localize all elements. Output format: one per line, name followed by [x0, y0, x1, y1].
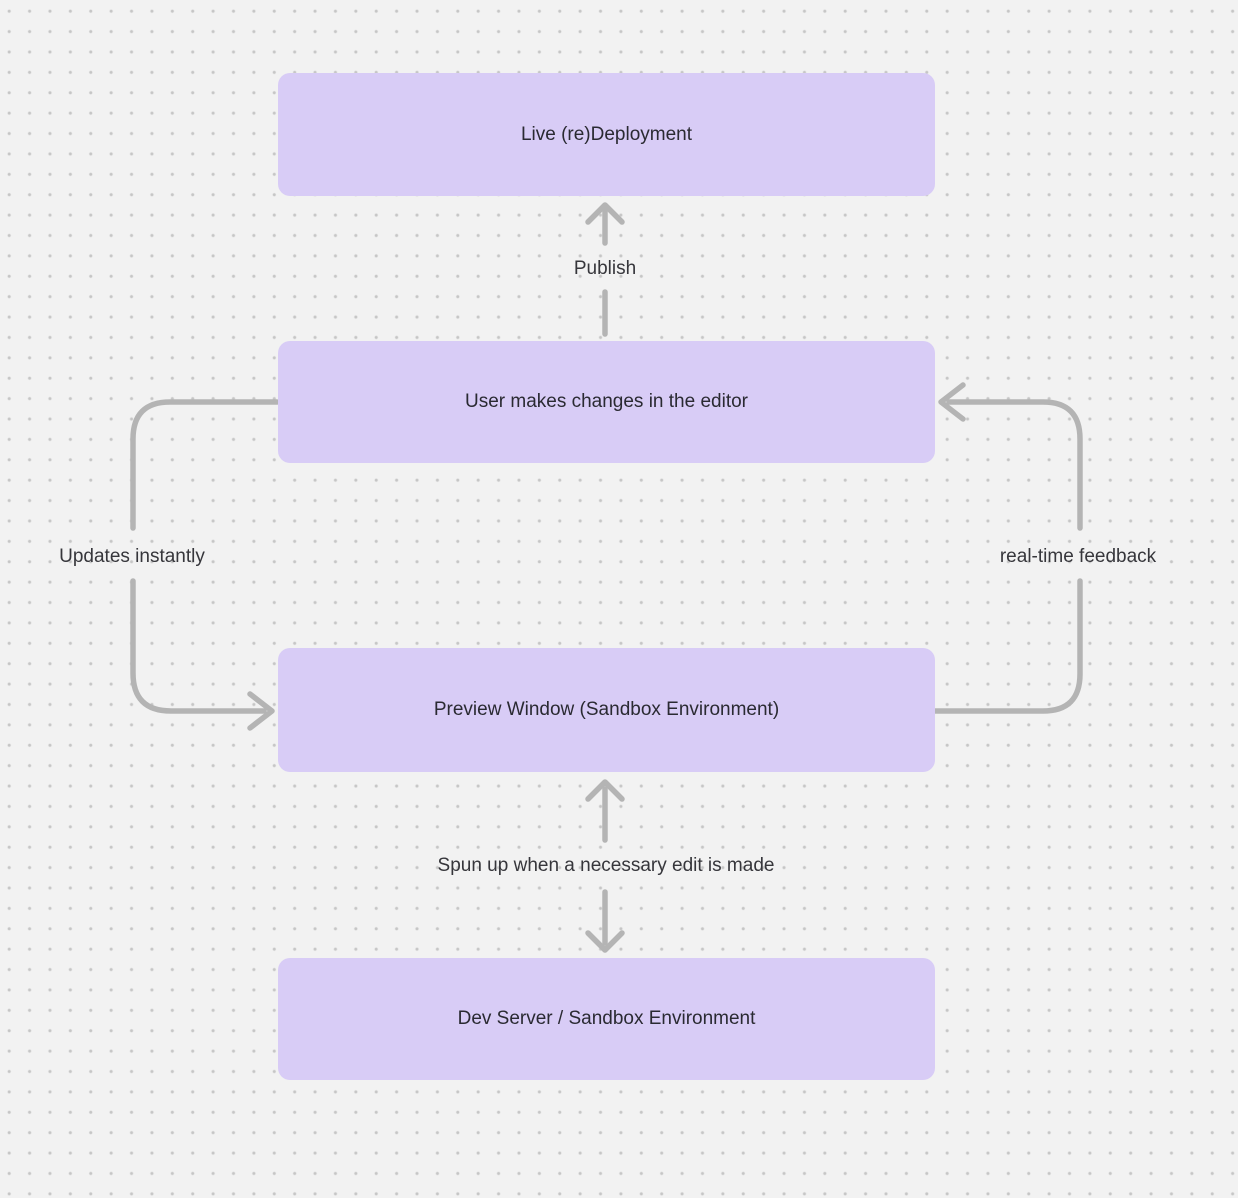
- edge-label-spun-up: Spun up when a necessary edit is made: [437, 855, 775, 876]
- node-preview-window[interactable]: Preview Window (Sandbox Environment): [278, 648, 935, 772]
- edge-label-updates-instantly: Updates instantly: [59, 546, 205, 567]
- node-label: Preview Window (Sandbox Environment): [433, 699, 780, 721]
- edge-label-real-time-feedback: real-time feedback: [999, 546, 1157, 567]
- node-label: Live (re)Deployment: [520, 123, 693, 145]
- arrow-down-icon: [585, 930, 625, 953]
- edge-updates-bottom: [130, 578, 267, 714]
- arrow-left-icon: [938, 382, 966, 422]
- edge-label-publish: Publish: [573, 258, 637, 279]
- arrow-right-icon: [247, 691, 275, 731]
- node-live-redeployment[interactable]: Live (re)Deployment: [278, 73, 935, 196]
- node-dev-server[interactable]: Dev Server / Sandbox Environment: [278, 958, 935, 1080]
- node-label: User makes changes in the editor: [464, 391, 749, 413]
- arrow-up-icon: [585, 779, 625, 802]
- edge-feedback-top: [946, 399, 1083, 531]
- edge-feedback-bottom: [932, 578, 1083, 714]
- node-user-editor[interactable]: User makes changes in the editor: [278, 341, 935, 463]
- node-label: Dev Server / Sandbox Environment: [457, 1008, 756, 1030]
- arrow-up-icon: [585, 202, 625, 225]
- edge-updates-top: [130, 399, 280, 531]
